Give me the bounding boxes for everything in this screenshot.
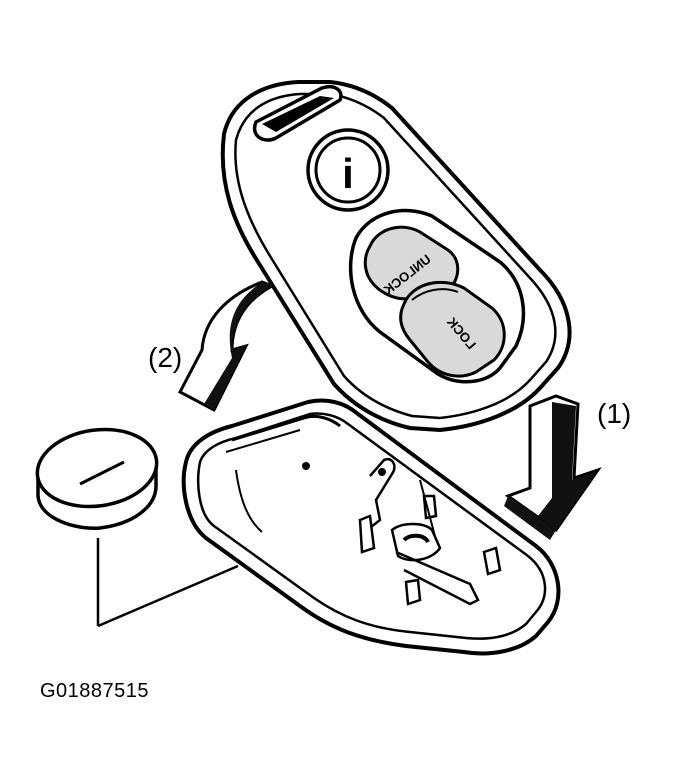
- info-button: i: [306, 128, 390, 212]
- step-1-label: (1): [597, 398, 632, 429]
- coin-battery: [35, 427, 159, 530]
- lock-button: LOCK: [399, 280, 506, 378]
- arrow-step-2: [177, 280, 276, 413]
- arrow-step-1: [504, 394, 602, 540]
- key-ring-slot: [252, 85, 343, 142]
- battery-contacts: [358, 457, 502, 606]
- info-button-symbol: i: [342, 150, 354, 197]
- step-2-label: (2): [148, 342, 183, 373]
- figure-id: G01887515: [40, 680, 150, 702]
